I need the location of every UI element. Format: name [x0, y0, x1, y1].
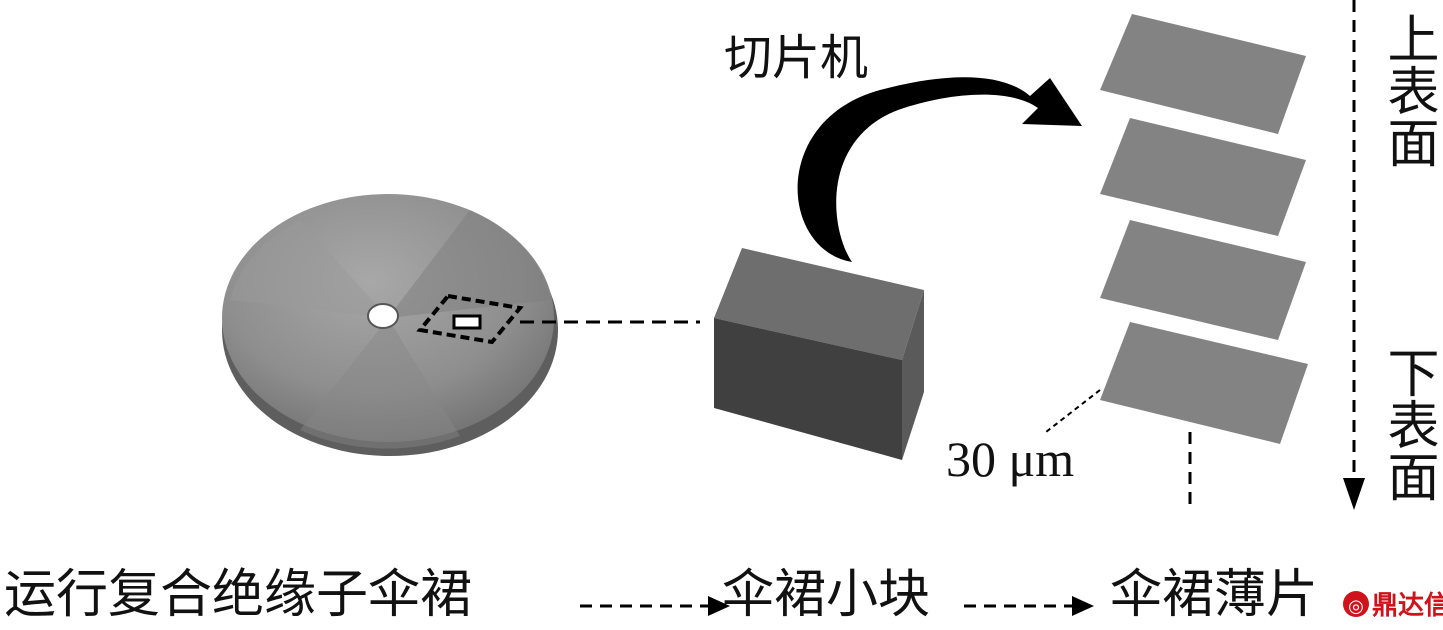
shed-slice	[1100, 118, 1306, 236]
process-arrowhead-1	[708, 596, 730, 616]
shed-slices	[1100, 14, 1308, 444]
sampling-cut-mark	[452, 314, 482, 330]
step-slices-label: 伞裙薄片	[1110, 565, 1318, 625]
svg-text:◎: ◎	[1348, 596, 1364, 617]
disc-center-hole	[367, 303, 399, 329]
sampling-region-outline	[416, 293, 524, 345]
shed-block-front	[714, 318, 902, 460]
lower-surface-label: 下表面	[1378, 346, 1438, 502]
shed-block	[714, 248, 924, 460]
thickness-leader-line	[1045, 389, 1101, 433]
thickness-label: 30 μm	[946, 431, 1074, 487]
process-arrowhead-2	[1072, 596, 1094, 616]
watermark-logo-icon	[1343, 591, 1369, 617]
upper-surface-label: 上表面	[1378, 12, 1438, 168]
slicer-label: 切片机	[724, 30, 868, 86]
shed-block-top	[714, 248, 924, 360]
shed-block-side	[902, 290, 924, 460]
watermark: ◎ 鼎达信	[1343, 591, 1443, 621]
watermark-text: 鼎达信	[1372, 591, 1443, 621]
shed-slice	[1100, 220, 1306, 340]
shed-slice	[1100, 322, 1308, 444]
surface-direction-arrowhead	[1343, 478, 1365, 510]
slicer-arrow	[797, 77, 1082, 262]
step-insulator-label: 运行复合绝缘子伞裙	[4, 565, 472, 625]
insulator-shed-disc	[222, 194, 558, 456]
shed-slice	[1100, 14, 1306, 134]
step-block-label: 伞裙小块	[722, 565, 930, 625]
